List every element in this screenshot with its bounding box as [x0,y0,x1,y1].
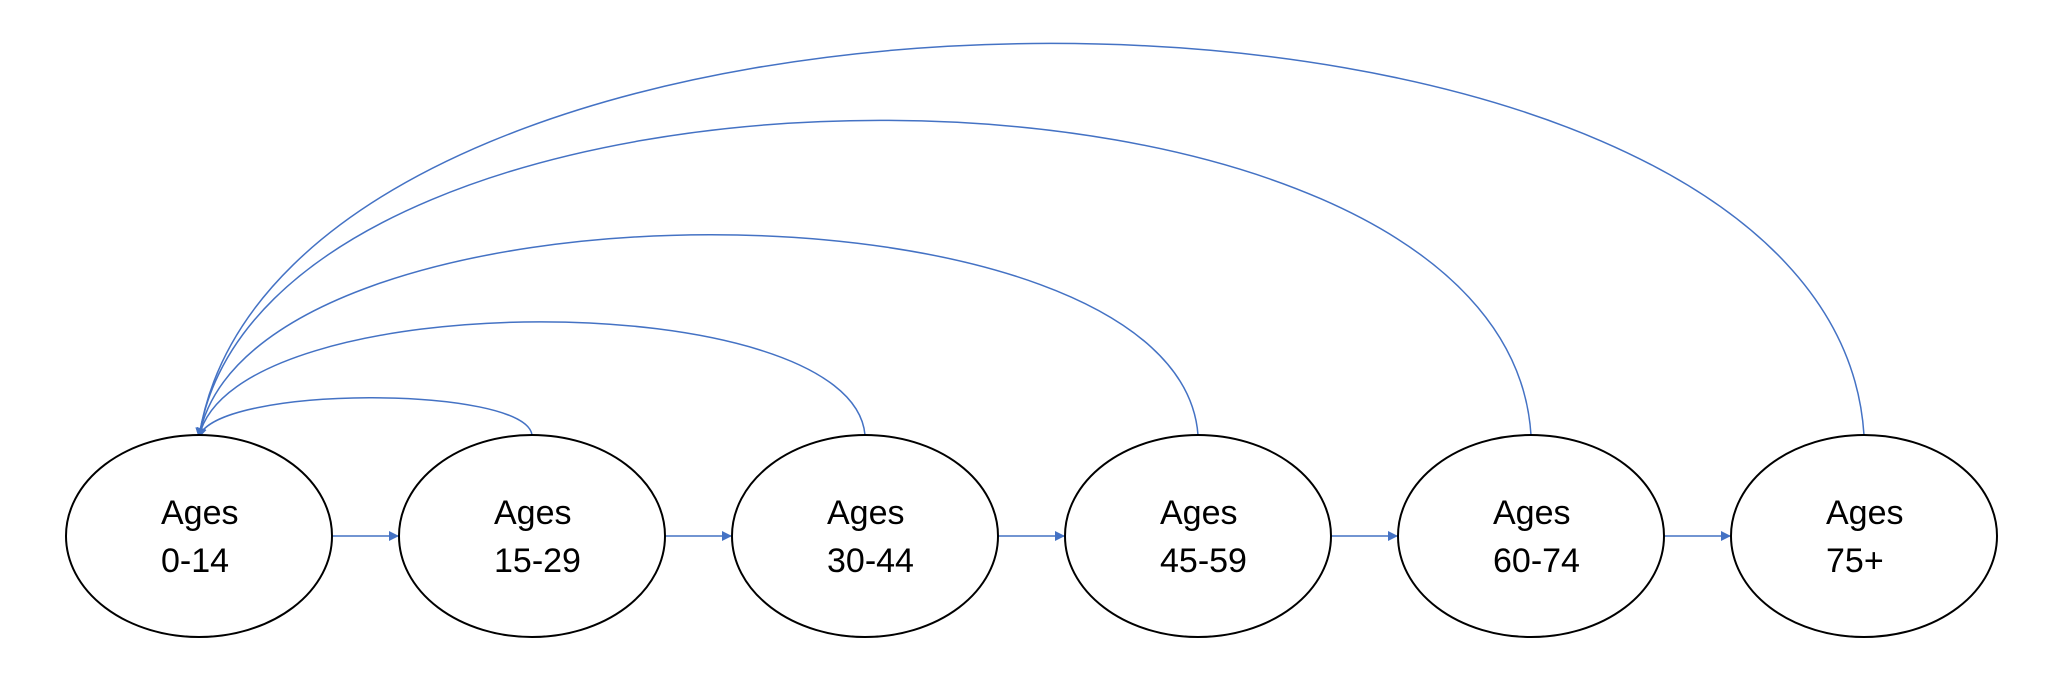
edge-n1-to-n0 [197,397,533,438]
node-label-line2: 0-14 [161,542,229,580]
node-label-line2: 60-74 [1493,542,1580,580]
node-n4: Ages 60-74 [1397,434,1665,638]
node-label-line2: 30-44 [827,542,914,580]
node-label-line2: 15-29 [494,542,581,580]
node-n0: Ages 0-14 [65,434,333,638]
node-ellipse [398,434,666,638]
edges-layer [195,42,1865,541]
node-label-line1: Ages [494,494,572,532]
node-n1: Ages 15-29 [398,434,666,638]
node-label-line1: Ages [1160,494,1238,532]
edge-n3-to-n0 [195,234,1199,438]
node-label-line1: Ages [161,494,239,532]
edge-n2-to-n0 [196,321,866,438]
node-ellipse [1730,434,1998,638]
node-ellipse [1397,434,1665,638]
nodes-layer: Ages 0-14 Ages 15-29 Ages 30-44 Ages 45-59 Ages 6… [65,434,1998,638]
node-n2: Ages 30-44 [731,434,999,638]
node-label-line1: Ages [827,494,905,532]
node-ellipse [731,434,999,638]
node-ellipse [65,434,333,638]
node-label-line2: 45-59 [1160,542,1247,580]
node-n5: Ages 75+ [1730,434,1998,638]
node-n3: Ages 45-59 [1064,434,1332,638]
edge-n5-to-n0 [195,42,1865,438]
node-ellipse [1064,434,1332,638]
node-label-line1: Ages [1493,494,1571,532]
edge-n4-to-n0 [195,119,1532,438]
node-label-line1: Ages [1826,494,1904,532]
node-label-line2: 75+ [1826,542,1884,580]
